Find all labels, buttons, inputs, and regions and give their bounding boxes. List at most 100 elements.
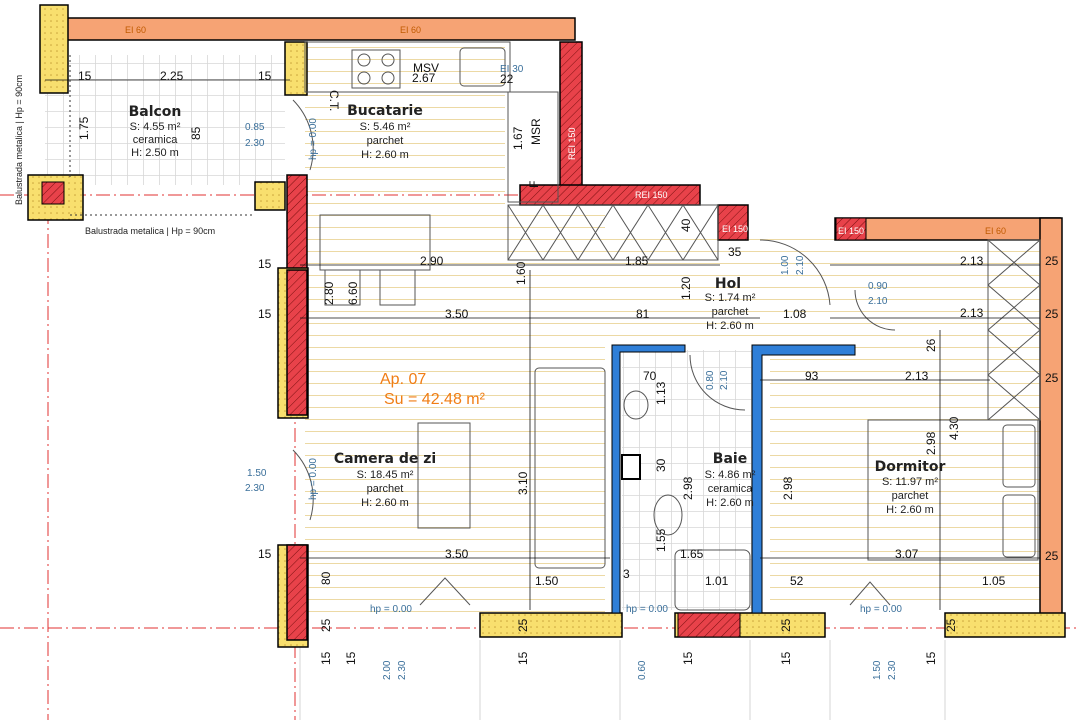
chair-1	[324, 269, 361, 306]
doors	[292, 99, 896, 606]
dim-15-g: 15	[344, 651, 358, 665]
dim-0-60: 0.60	[637, 660, 648, 680]
wall-bath-blue-right	[751, 344, 856, 614]
dim-25-h: 25	[944, 618, 958, 632]
dim-25-f: 25	[516, 618, 530, 632]
floor-hol	[510, 235, 1040, 345]
dim-2-30-c: 2.30	[397, 660, 408, 680]
wall-bottom-yellow-3	[944, 612, 1066, 638]
room-bucatarie: Bucatarie S: 5.46 m² parchet H: 2.60 m	[347, 103, 423, 161]
dim-0-85: 0.85	[245, 122, 265, 133]
dim-15-e: 15	[258, 547, 272, 561]
hp-label-5: hp = 0.00	[308, 458, 319, 500]
dim-2-80: 2.80	[322, 281, 336, 305]
label-balustrada-v: Balustrada metalica | Hp = 90cm	[14, 75, 24, 205]
fire-labels: EI 60 EI 60 EI 60 EI 30 EI 150 EI 150 RE…	[125, 25, 1006, 236]
dim-1-55: 1.55	[654, 528, 668, 552]
floor-fills	[45, 45, 1040, 615]
label-ei30: EI 30	[500, 64, 524, 75]
dim-15-j: 15	[779, 651, 793, 665]
dim-3-50-a: 3.50	[445, 307, 469, 321]
balcony-railing	[69, 55, 255, 216]
room-name: Hol	[715, 276, 741, 292]
dim-2-98-c: 2.98	[781, 476, 795, 500]
dim-30: 30	[654, 458, 668, 472]
room-height: H: 2.60 m	[886, 504, 934, 516]
dim-2-13-c: 2.13	[905, 369, 929, 383]
dim-25-a: 25	[1045, 254, 1059, 268]
dim-52: 52	[790, 574, 804, 588]
label-ei60-3: EI 60	[985, 226, 1006, 236]
wall-balcony-col-red	[41, 181, 65, 205]
dim-1-00: 1.00	[780, 255, 791, 275]
wall-left-red-low	[286, 544, 308, 641]
wall-right-red-small	[835, 217, 867, 241]
room-finish: parchet	[367, 135, 404, 147]
label-rei150-2: REI 150	[567, 127, 577, 160]
wall-balcony-right-col	[254, 181, 286, 211]
dim-1-01: 1.01	[705, 574, 729, 588]
room-height: H: 2.60 m	[706, 320, 754, 332]
room-hol: Hol S: 1.74 m² parchet H: 2.60 m	[705, 276, 756, 332]
label-ei60-1: EI 60	[125, 25, 146, 35]
dim-1-67: 1.67	[511, 126, 525, 150]
room-finish: ceramica	[708, 483, 754, 495]
room-area: S: 11.97 m²	[882, 476, 938, 488]
wall-red-ei150	[717, 204, 749, 241]
dim-2-98-a: 2.98	[924, 431, 938, 455]
dim-0-90: 0.90	[868, 281, 888, 292]
shaft-bath	[621, 454, 641, 480]
dimension-texts: 2.25 2.67 22 0.85 2.30 1.75 85 15 15 2.9…	[77, 69, 1059, 680]
dim-15-i: 15	[681, 651, 695, 665]
wall-right-orange-top	[834, 217, 1061, 241]
dim-2-10-b: 2.10	[795, 255, 806, 275]
stove-icon	[351, 49, 401, 89]
wall-bottom-red	[677, 612, 741, 638]
sofa	[534, 367, 606, 569]
dim-2-25: 2.25	[160, 69, 184, 83]
room-name: Balcon	[129, 104, 182, 120]
dim-40: 40	[679, 218, 693, 232]
fridge-cabinet	[507, 91, 559, 203]
dim-81: 81	[636, 307, 650, 321]
dim-2-10-a: 2.10	[868, 296, 888, 307]
wall-bottom-yellow-1	[479, 612, 623, 638]
dim-1-13: 1.13	[654, 381, 668, 405]
apartment-name: Ap. 07	[380, 371, 426, 388]
room-name: Bucatarie	[347, 103, 423, 119]
room-finish: parchet	[892, 490, 929, 502]
sink-icon	[459, 47, 506, 87]
dim-15-c: 15	[258, 257, 272, 271]
wall-left-red-top	[286, 174, 308, 271]
dim-15-f: 15	[319, 651, 333, 665]
dim-1-85: 1.85	[625, 254, 649, 268]
apartment-area: Su = 42.48 m²	[384, 391, 486, 408]
dim-1-65: 1.65	[680, 547, 704, 561]
washbasin	[623, 390, 649, 420]
room-area: S: 1.74 m²	[705, 292, 756, 304]
kitchen-counter	[304, 41, 511, 93]
hp-label-2: hp = 0.00	[626, 604, 668, 615]
door-entry	[759, 239, 831, 306]
dim-15-b: 15	[258, 69, 272, 83]
dim-70: 70	[643, 369, 657, 383]
dim-1-50-b: 1.50	[247, 468, 267, 479]
door-bottom-1	[419, 577, 471, 606]
floor-dormitor	[770, 345, 1040, 610]
label-msv: MSV	[413, 61, 439, 75]
room-area: S: 5.46 m²	[360, 121, 411, 133]
dim-1-75: 1.75	[77, 116, 91, 140]
floor-baie	[622, 350, 752, 610]
dim-1-50: 1.50	[535, 574, 559, 588]
door-balcony	[292, 99, 314, 171]
label-msr: MSR	[529, 118, 543, 145]
pillow-1	[1002, 424, 1036, 488]
label-ei60-2: EI 60	[400, 25, 421, 35]
label-rei150-1: REI 150	[635, 190, 668, 200]
label-balustrada-h: Balustrada metalica | Hp = 90cm	[85, 226, 215, 236]
hp-labels: hp = 0.00 hp = 0.00 hp = 0.00 hp = 0.00 …	[308, 118, 902, 615]
bathtub	[674, 549, 751, 611]
dim-3-07: 3.07	[895, 547, 919, 561]
dimension-lines	[45, 79, 1040, 610]
hp-label-4: hp = 0.00	[308, 118, 319, 160]
